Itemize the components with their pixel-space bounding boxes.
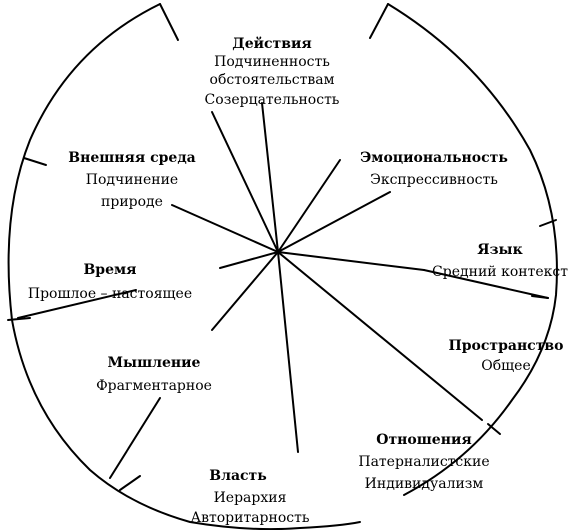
sector-thinking-title: Мышление <box>108 355 201 371</box>
ray-emotionality-2 <box>277 159 341 253</box>
sector-space-title: Пространство <box>449 338 564 354</box>
ray-time-ext <box>17 289 137 319</box>
sector-power-title: Власть <box>209 468 266 484</box>
ray-thinking <box>211 251 279 331</box>
sector-power-line-2: Авторитарность <box>191 510 310 526</box>
ray-actions-2 <box>261 102 279 253</box>
sector-environment-title: Внешняя среда <box>68 150 195 166</box>
sector-time-title: Время <box>83 262 136 278</box>
ray-thinking-ext <box>109 397 161 479</box>
sector-relations-line-2: Индивидуализм <box>365 476 484 492</box>
sector-labels: Действия Подчиненность обстоятельствам С… <box>28 35 568 526</box>
ray-time <box>219 251 279 269</box>
sector-thinking-line-1: Фрагментарное <box>96 378 212 394</box>
sector-power-line-1: Иерархия <box>214 490 287 506</box>
ray-language-ext <box>423 269 549 299</box>
sector-environment-line-1: Подчинение <box>86 172 178 188</box>
ray-power <box>277 251 299 453</box>
ray-language <box>277 251 425 271</box>
outer-circle <box>7 3 558 530</box>
sector-language-title: Язык <box>477 242 522 258</box>
ray-space <box>277 251 483 421</box>
sector-emotionality-line-1: Экспрессивность <box>370 172 498 188</box>
ray-environment <box>171 204 279 253</box>
sector-relations-title: Отношения <box>376 432 471 448</box>
sector-language-line-1: Средний контекст <box>432 264 568 280</box>
ray-actions <box>211 111 279 253</box>
sector-environment-line-2: природе <box>101 194 163 210</box>
rays <box>17 102 549 479</box>
ray-emotionality <box>277 191 391 253</box>
sector-actions-line-2: обстоятельствам <box>210 72 335 88</box>
sector-relations-line-1: Патерналистские <box>358 454 489 470</box>
frame-ticks <box>7 3 557 491</box>
sector-actions-line-3: Созерцательность <box>205 92 340 108</box>
sector-actions-title: Действия <box>232 35 311 52</box>
sector-actions-line-1: Подчиненность <box>214 54 330 70</box>
sector-time-line-1: Прошлое – настоящее <box>28 286 192 302</box>
sector-space-line-1: Общее <box>481 358 531 374</box>
sector-emotionality-title: Эмоциональность <box>360 150 508 166</box>
